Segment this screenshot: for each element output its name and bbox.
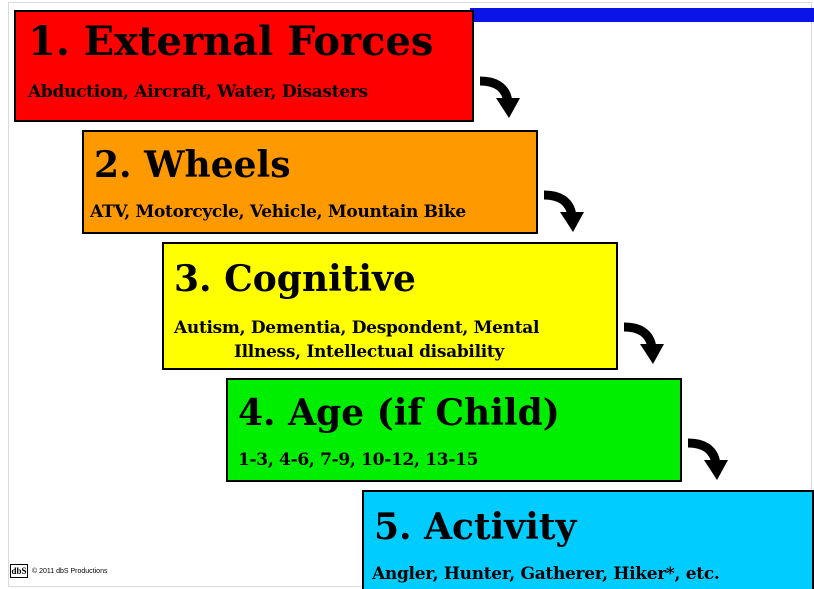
step-3-subtitle-line-1: Autism, Dementia, Despondent, Mental [174, 318, 540, 338]
step-3-title: 3. Cognitive [174, 258, 416, 300]
step-5-subtitle: Angler, Hunter, Gatherer, Hiker*, etc. [372, 564, 720, 584]
step-3-subtitle-line-2: Illness, Intellectual disability [234, 342, 505, 362]
copyright-footer: dbS © 2011 dbS Productions [10, 564, 107, 578]
step-1-box: 1. External Forces Abduction, Aircraft, … [14, 10, 474, 122]
curved-arrow-icon [543, 190, 584, 232]
step-5-title: 5. Activity [374, 506, 577, 548]
step-4-subtitle: 1-3, 4-6, 7-9, 10-12, 13-15 [238, 450, 479, 470]
curved-arrow-icon [479, 76, 520, 118]
step-4-title: 4. Age (if Child) [238, 392, 560, 434]
step-2-subtitle: ATV, Motorcycle, Vehicle, Mountain Bike [90, 202, 466, 222]
curved-arrow-icon [623, 322, 664, 364]
step-3-box: 3. Cognitive Autism, Dementia, Desponden… [162, 242, 618, 370]
company-logo: dbS [10, 564, 28, 578]
step-2-title: 2. Wheels [94, 144, 291, 186]
curved-arrow-icon [687, 438, 728, 480]
step-2-box: 2. Wheels ATV, Motorcycle, Vehicle, Moun… [82, 130, 538, 234]
step-4-box: 4. Age (if Child) 1-3, 4-6, 7-9, 10-12, … [226, 378, 682, 482]
step-1-subtitle: Abduction, Aircraft, Water, Disasters [28, 82, 368, 102]
copyright-text: © 2011 dbS Productions [32, 567, 108, 575]
step-5-box: 5. Activity Angler, Hunter, Gatherer, Hi… [362, 490, 814, 589]
step-1-title: 1. External Forces [28, 18, 434, 65]
accent-bar [470, 8, 814, 22]
